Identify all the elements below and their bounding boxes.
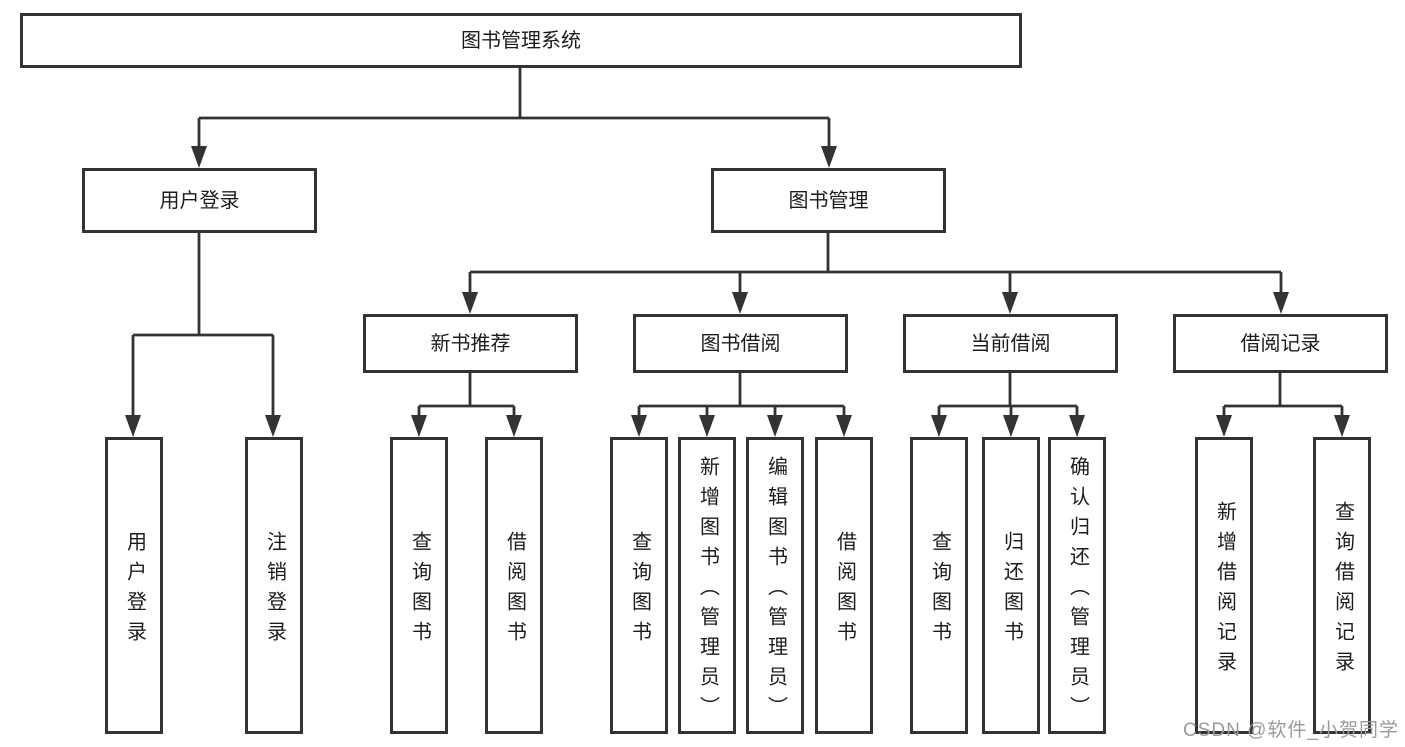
leaf-add-borrow-record: 新增借阅记录 — [1195, 437, 1253, 734]
node-user-login: 用户登录 — [82, 168, 317, 233]
leaf-edit-book-admin-label: 编辑图书（管理员） — [764, 455, 787, 726]
leaf-confirm-return-admin: 确认归还（管理员） — [1048, 437, 1106, 734]
watermark: CSDN @软件_小贺同学 — [1183, 720, 1399, 741]
leaf-return-book: 归还图书 — [982, 437, 1040, 734]
node-current-borrowing-label: 当前借阅 — [970, 332, 1051, 355]
leaf-user-login-label: 用户登录 — [123, 530, 146, 651]
leaf-query-books-recommend: 查询图书 — [390, 437, 448, 734]
leaf-edit-book-admin: 编辑图书（管理员） — [746, 437, 804, 734]
leaf-query-books-borrowing-label: 查询图书 — [628, 530, 651, 651]
leaf-user-login: 用户登录 — [105, 437, 163, 734]
leaf-borrow-books-recommend: 借阅图书 — [485, 437, 543, 734]
leaf-logout-label: 注销登录 — [263, 530, 286, 651]
arrow-down-icons — [125, 146, 1350, 437]
node-current-borrowing: 当前借阅 — [903, 314, 1118, 373]
node-new-book-recommendation: 新书推荐 — [363, 314, 578, 373]
node-book-management: 图书管理 — [711, 168, 946, 233]
leaf-query-books-current: 查询图书 — [910, 437, 968, 734]
leaf-query-books-borrowing: 查询图书 — [610, 437, 668, 734]
node-book-management-label: 图书管理 — [788, 189, 869, 212]
node-book-borrowing-label: 图书借阅 — [700, 332, 781, 355]
leaf-borrow-books-borrowing: 借阅图书 — [815, 437, 873, 734]
node-borrowing-records-label: 借阅记录 — [1240, 332, 1321, 355]
node-root-label: 图书管理系统 — [461, 29, 581, 52]
leaf-borrow-books-recommend-label: 借阅图书 — [503, 530, 526, 651]
leaf-add-borrow-record-label: 新增借阅记录 — [1213, 500, 1236, 681]
leaf-confirm-return-admin-label: 确认归还（管理员） — [1066, 455, 1089, 726]
connector-path — [131, 68, 1344, 417]
leaf-add-book-admin: 新增图书（管理员） — [678, 437, 736, 734]
leaf-query-books-current-label: 查询图书 — [928, 530, 951, 651]
node-root: 图书管理系统 — [20, 13, 1022, 68]
leaf-logout: 注销登录 — [245, 437, 303, 734]
leaf-query-borrow-record: 查询借阅记录 — [1313, 437, 1371, 734]
node-new-book-recommendation-label: 新书推荐 — [430, 332, 511, 355]
leaf-return-book-label: 归还图书 — [1000, 530, 1023, 651]
node-user-login-label: 用户登录 — [159, 189, 240, 212]
leaf-query-borrow-record-label: 查询借阅记录 — [1331, 500, 1354, 681]
leaf-query-books-recommend-label: 查询图书 — [408, 530, 431, 651]
node-borrowing-records: 借阅记录 — [1173, 314, 1388, 373]
node-book-borrowing: 图书借阅 — [633, 314, 848, 373]
leaf-add-book-admin-label: 新增图书（管理员） — [696, 455, 719, 726]
leaf-borrow-books-borrowing-label: 借阅图书 — [833, 530, 856, 651]
